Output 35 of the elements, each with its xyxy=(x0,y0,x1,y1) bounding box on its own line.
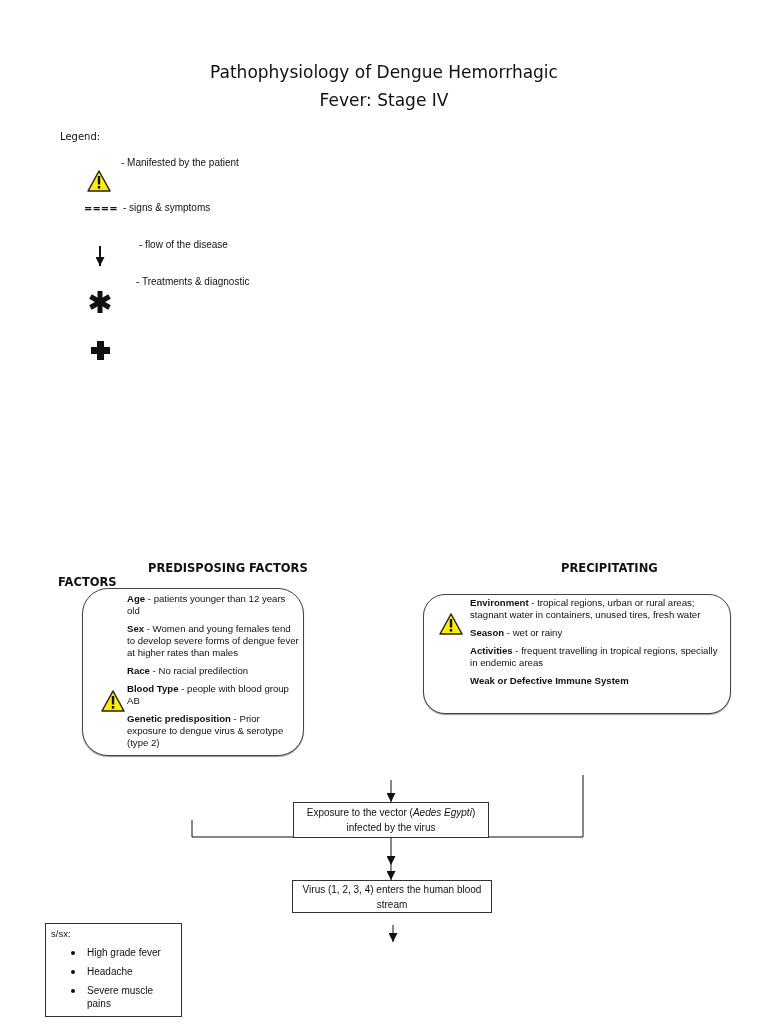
connector-line xyxy=(191,819,294,838)
legend-text: - flow of the disease xyxy=(139,239,228,250)
section-heading: FACTORS xyxy=(58,575,117,589)
section-heading: PRECIPITATING xyxy=(561,561,658,575)
node-text: Blood Type - people with blood group AB xyxy=(127,682,290,707)
node-text: Genetic predisposition - Prior exposure to dengue virus & serotype (type 2) xyxy=(127,712,285,749)
legend-text: - Manifested by the patient xyxy=(121,157,239,168)
list-item: High grade fever xyxy=(87,946,161,958)
legend-text: - Treatments & diagnostic xyxy=(136,276,250,287)
legend-symbol: ==== xyxy=(84,203,118,214)
list-heading: s/sx: xyxy=(51,928,72,940)
node-text: Environment - tropical regions, urban or rural areas; stagnant water in containers, unused tires, fresh water xyxy=(470,597,702,621)
process-box xyxy=(293,802,489,838)
list-item: Severe muscle pains xyxy=(87,984,154,1009)
node-text: Exposure to the vector (Aedes Egypti) infected by the virus xyxy=(305,806,477,835)
node-text: Age - patients younger than 12 years old xyxy=(127,593,287,617)
node-text: Race - No racial predilection xyxy=(127,664,250,677)
node-text: Virus (1, 2, 3, 4) enters the human blood stream xyxy=(301,883,483,912)
node-text: Activities - frequent travelling in tropical regions, specially in endemic areas xyxy=(470,644,719,669)
arrow xyxy=(388,924,398,943)
node-text: Weak or Defective Immune System xyxy=(470,674,630,687)
node-text: Season - wet or rainy xyxy=(470,626,564,639)
connector-line xyxy=(488,774,584,838)
symptoms-box xyxy=(45,923,182,1017)
process-box xyxy=(292,880,492,913)
factors-box xyxy=(423,594,731,714)
legend-text: - signs & symptoms xyxy=(123,202,211,213)
title: Pathophysiology of Dengue Hemorrhagic Fever: Stage IV xyxy=(209,61,559,112)
factors-box xyxy=(82,588,304,756)
node-text: Sex - Women and young females tend to develop severe forms of dengue fever at higher rates than males xyxy=(127,622,299,659)
arrow xyxy=(387,837,396,881)
arrow xyxy=(386,779,396,803)
legend-heading: Legend: xyxy=(60,131,101,142)
section-heading: PREDISPOSING FACTORS xyxy=(148,561,308,575)
list-item: Headache xyxy=(87,965,133,977)
